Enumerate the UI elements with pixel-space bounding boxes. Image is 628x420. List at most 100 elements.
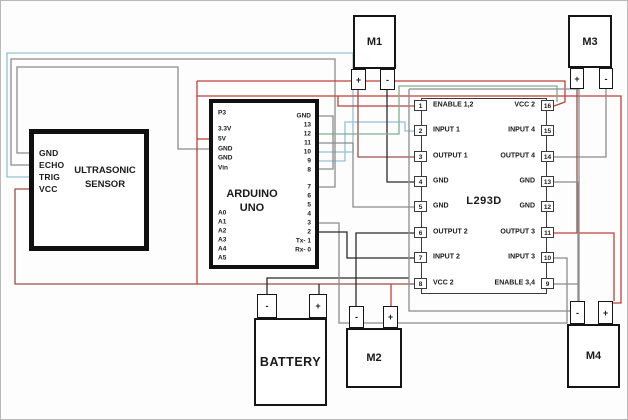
motor-m3-terminal-plus: + [570,68,584,89]
arduino-label-line1: ARDUINO [226,188,278,200]
battery: BATTERY [254,318,327,406]
arduino-pin-33v: 3.3V [218,125,232,133]
l293d-pin-box-4: 4 [414,175,427,187]
arduino-pin-a0: A0 [218,209,227,217]
wire-red-9 [337,96,414,107]
arduino-pin-gnd: GND [218,145,233,152]
arduino-pin-4: 4 [307,210,311,218]
battery-terminal-minus: - [257,294,277,318]
motor-m2-terminal-plus: + [383,306,398,328]
motor-m1-terminal-plus: + [351,69,366,90]
l293d-pin-label-10: INPUT 3 [508,253,535,261]
l293d-pin-box-16: 16 [541,99,554,111]
l293d-pin-box-3: 3 [414,150,427,162]
l293d-pin-label-16: VCC 2 [514,101,535,109]
arduino-pin-a2: A2 [218,227,227,235]
arduino-pin-7: 7 [307,183,311,191]
motor-m2-label: M2 [366,352,382,364]
motor-m3-label: M3 [582,35,598,48]
l293d-pin-label-1: ENABLE 1,2 [433,101,474,109]
wire-green-22 [319,85,558,135]
wire-darkred-4 [14,188,414,285]
l293d-pin-box-7: 7 [414,251,427,263]
l293d-pin-box-12: 12 [541,200,554,212]
arduino-pin-5: 5 [307,201,311,209]
l293d-pin-box-1: 1 [414,99,427,111]
motor-m1-label: M1 [366,36,383,48]
arduino-pin-a4: A4 [218,245,227,253]
l293d-pin-label-6: OUTPUT 2 [433,228,468,236]
arduino-pin-gnd: GND [218,154,233,162]
arduino-pin-6: 6 [307,192,311,200]
arduino-pin-rx0: Rx- 0 [295,246,311,254]
wire-cyan-0 [6,52,354,178]
l293d-pin-box-10: 10 [541,251,554,263]
l293d-pin-label-2: INPUT 1 [433,126,460,134]
motor-m4-label: M4 [585,350,602,362]
motor-m4: M4 [567,324,620,388]
l293d-pin-box-5: 5 [414,200,427,212]
ultrasonic-label: ULTRASONIC SENSOR [66,164,144,193]
motor-m3: M3 [568,15,612,68]
arduino-pin-gnd: GND [296,112,311,120]
l293d-pin-label-14: OUTPUT 4 [500,152,535,160]
arduino-pin-vin: Vin [218,164,228,171]
wire-cyan-1 [319,121,414,162]
wire-black-14 [266,277,409,294]
arduino-pin-11: 11 [304,139,311,147]
battery-label: BATTERY [259,355,322,370]
l293d-label: L293D [466,195,502,207]
l293d-pin-label-13: GND [519,177,535,185]
wire-gray-23 [319,142,414,208]
arduino-pin-a3: A3 [218,236,227,244]
wire-black-21 [319,231,414,259]
ultrasonic-pin-echo: ECHO [39,160,65,170]
l293d-pin-box-9: 9 [541,277,554,289]
l293d-pin-box-2: 2 [414,124,427,136]
motor-m4-terminal-minus: - [570,301,585,324]
l293d-pin-box-11: 11 [541,226,554,238]
arduino-pin-9: 9 [307,157,311,165]
l293d-pin-label-9: ENABLE 3,4 [494,279,535,287]
ultrasonic-pin-vcc: VCC [39,184,58,194]
motor-m4-terminal-plus: + [598,301,613,324]
motor-m1: M1 [353,15,396,69]
l293d-pin-label-7: INPUT 2 [433,253,460,261]
arduino-label: ARDUINO UNO [213,187,291,216]
l293d-pin-box-6: 6 [414,226,427,238]
wire-black-11 [386,90,414,183]
arduino-pin-13: 13 [303,121,311,129]
l293d-pin-label-3: OUTPUT 1 [433,152,468,160]
ultrasonic-sensor: ULTRASONIC SENSOR GND ECHO TRIG VCC [29,129,149,251]
l293d-pin-box-14: 14 [541,150,554,162]
ultrasonic-pin-gnd: GND [39,148,59,158]
wire-black-12 [355,232,414,306]
ultrasonic-pin-trig: TRIG [39,172,61,182]
battery-terminal-plus: + [309,294,327,318]
wire-gray-2 [16,66,209,154]
arduino-pin-12: 12 [303,130,311,138]
l293d-pin-box-13: 13 [541,175,554,187]
wire-gray-19 [554,181,579,301]
arduino-pin-2: 2 [307,228,311,236]
l293d-pin-box-15: 15 [541,124,554,136]
arduino-pin-3: 3 [307,219,311,227]
wire-darkred-10 [357,90,414,158]
arduino-pin-5v: 5V [218,135,226,143]
wire-gray-3 [10,58,336,188]
arduino-pin-p3: P3 [218,109,226,117]
motor-m2-terminal-minus: - [349,306,364,328]
arduino-pin-10: 10 [303,148,311,156]
ultrasonic-label-line2: SENSOR [84,179,126,191]
arduino-pin-tx1: Tx- 1 [295,237,311,245]
l293d-pin-label-12: GND [519,202,535,210]
l293d-pin-box-8: 8 [414,277,427,289]
arduino-pin-8: 8 [307,166,311,174]
arduino-label-line2: UNO [239,202,265,215]
wire-gray-24 [319,115,334,170]
l293d-pin-label-11: OUTPUT 3 [500,228,535,236]
